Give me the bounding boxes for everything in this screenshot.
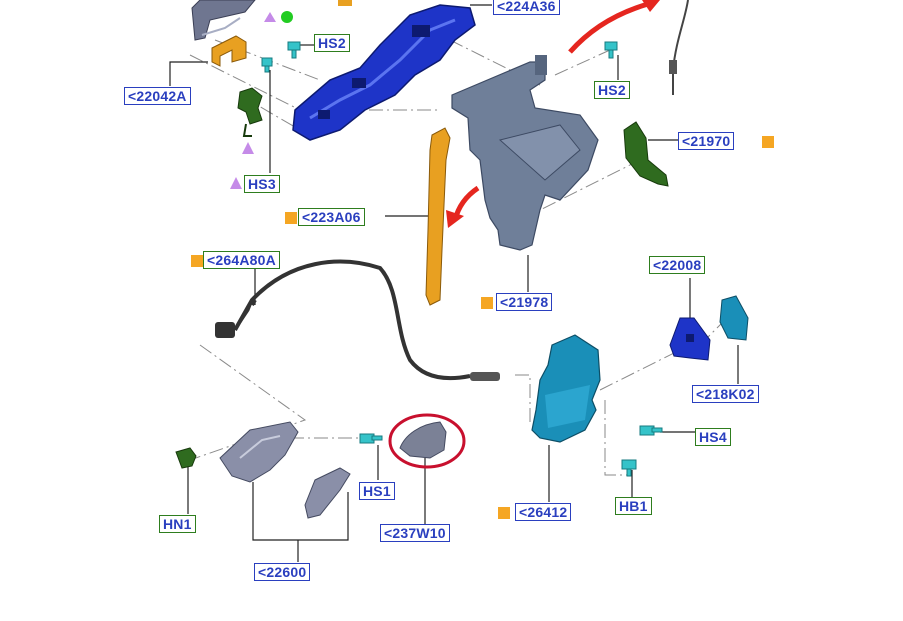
callout-21970: <21970 [678,132,735,150]
green-clip-part [237,87,263,125]
callout-hs3: HS3 [244,175,280,193]
inner-handle-22600-part [219,421,351,519]
callout-22008: <22008 [649,256,706,274]
plate-218k02-part [719,295,749,341]
callout-21978: <21978 [496,293,553,311]
callout-26412: <26412 [515,503,572,521]
callout-223a06: <223A06 [298,208,365,226]
orange-square-marker-icon [762,136,774,148]
callout-264a80a: <264A80A [203,251,280,269]
highlight-circle [388,413,466,469]
callout-hn1: HN1 [159,515,196,533]
callout-218k02: <218K02 [692,385,759,403]
cover-237w10-part [399,421,447,459]
callout-hb1: HB1 [615,497,652,515]
triangle-marker-icon [230,177,242,189]
callout-hs1: HS1 [359,482,395,500]
release-cable-part [215,259,500,381]
outer-handle-part [191,0,256,41]
strip-223a06-part [425,127,451,306]
triangle-marker-icon [264,12,276,22]
handle-carrier-frame-part [292,4,476,141]
callout-224a36: <224A36 [493,0,560,15]
callout-237w10: <237W10 [380,524,450,542]
door-latch-26412-part [531,334,601,443]
fastener-icons [261,41,663,477]
orange-square-marker-icon [498,507,510,519]
door-panel-21978-part [451,55,599,251]
bracket-21970-part [623,121,669,187]
triangle-marker-icon [242,142,254,154]
callout-22042a: <22042A [124,87,191,105]
callout-hs2-right: HS2 [594,81,630,99]
orange-square-marker-icon [191,255,203,267]
circle-marker-icon [281,11,293,23]
orange-tab-part [338,0,352,6]
direction-arrow-icon [568,1,649,54]
callout-hs2-left: HS2 [314,34,350,52]
callout-hs4: HS4 [695,428,731,446]
orange-square-marker-icon [285,212,297,224]
orange-square-marker-icon [481,297,493,309]
callout-22600: <22600 [254,563,311,581]
cable-part [672,0,689,95]
clip-hn1-part [175,447,197,469]
bracket-22042a-part [211,35,247,67]
